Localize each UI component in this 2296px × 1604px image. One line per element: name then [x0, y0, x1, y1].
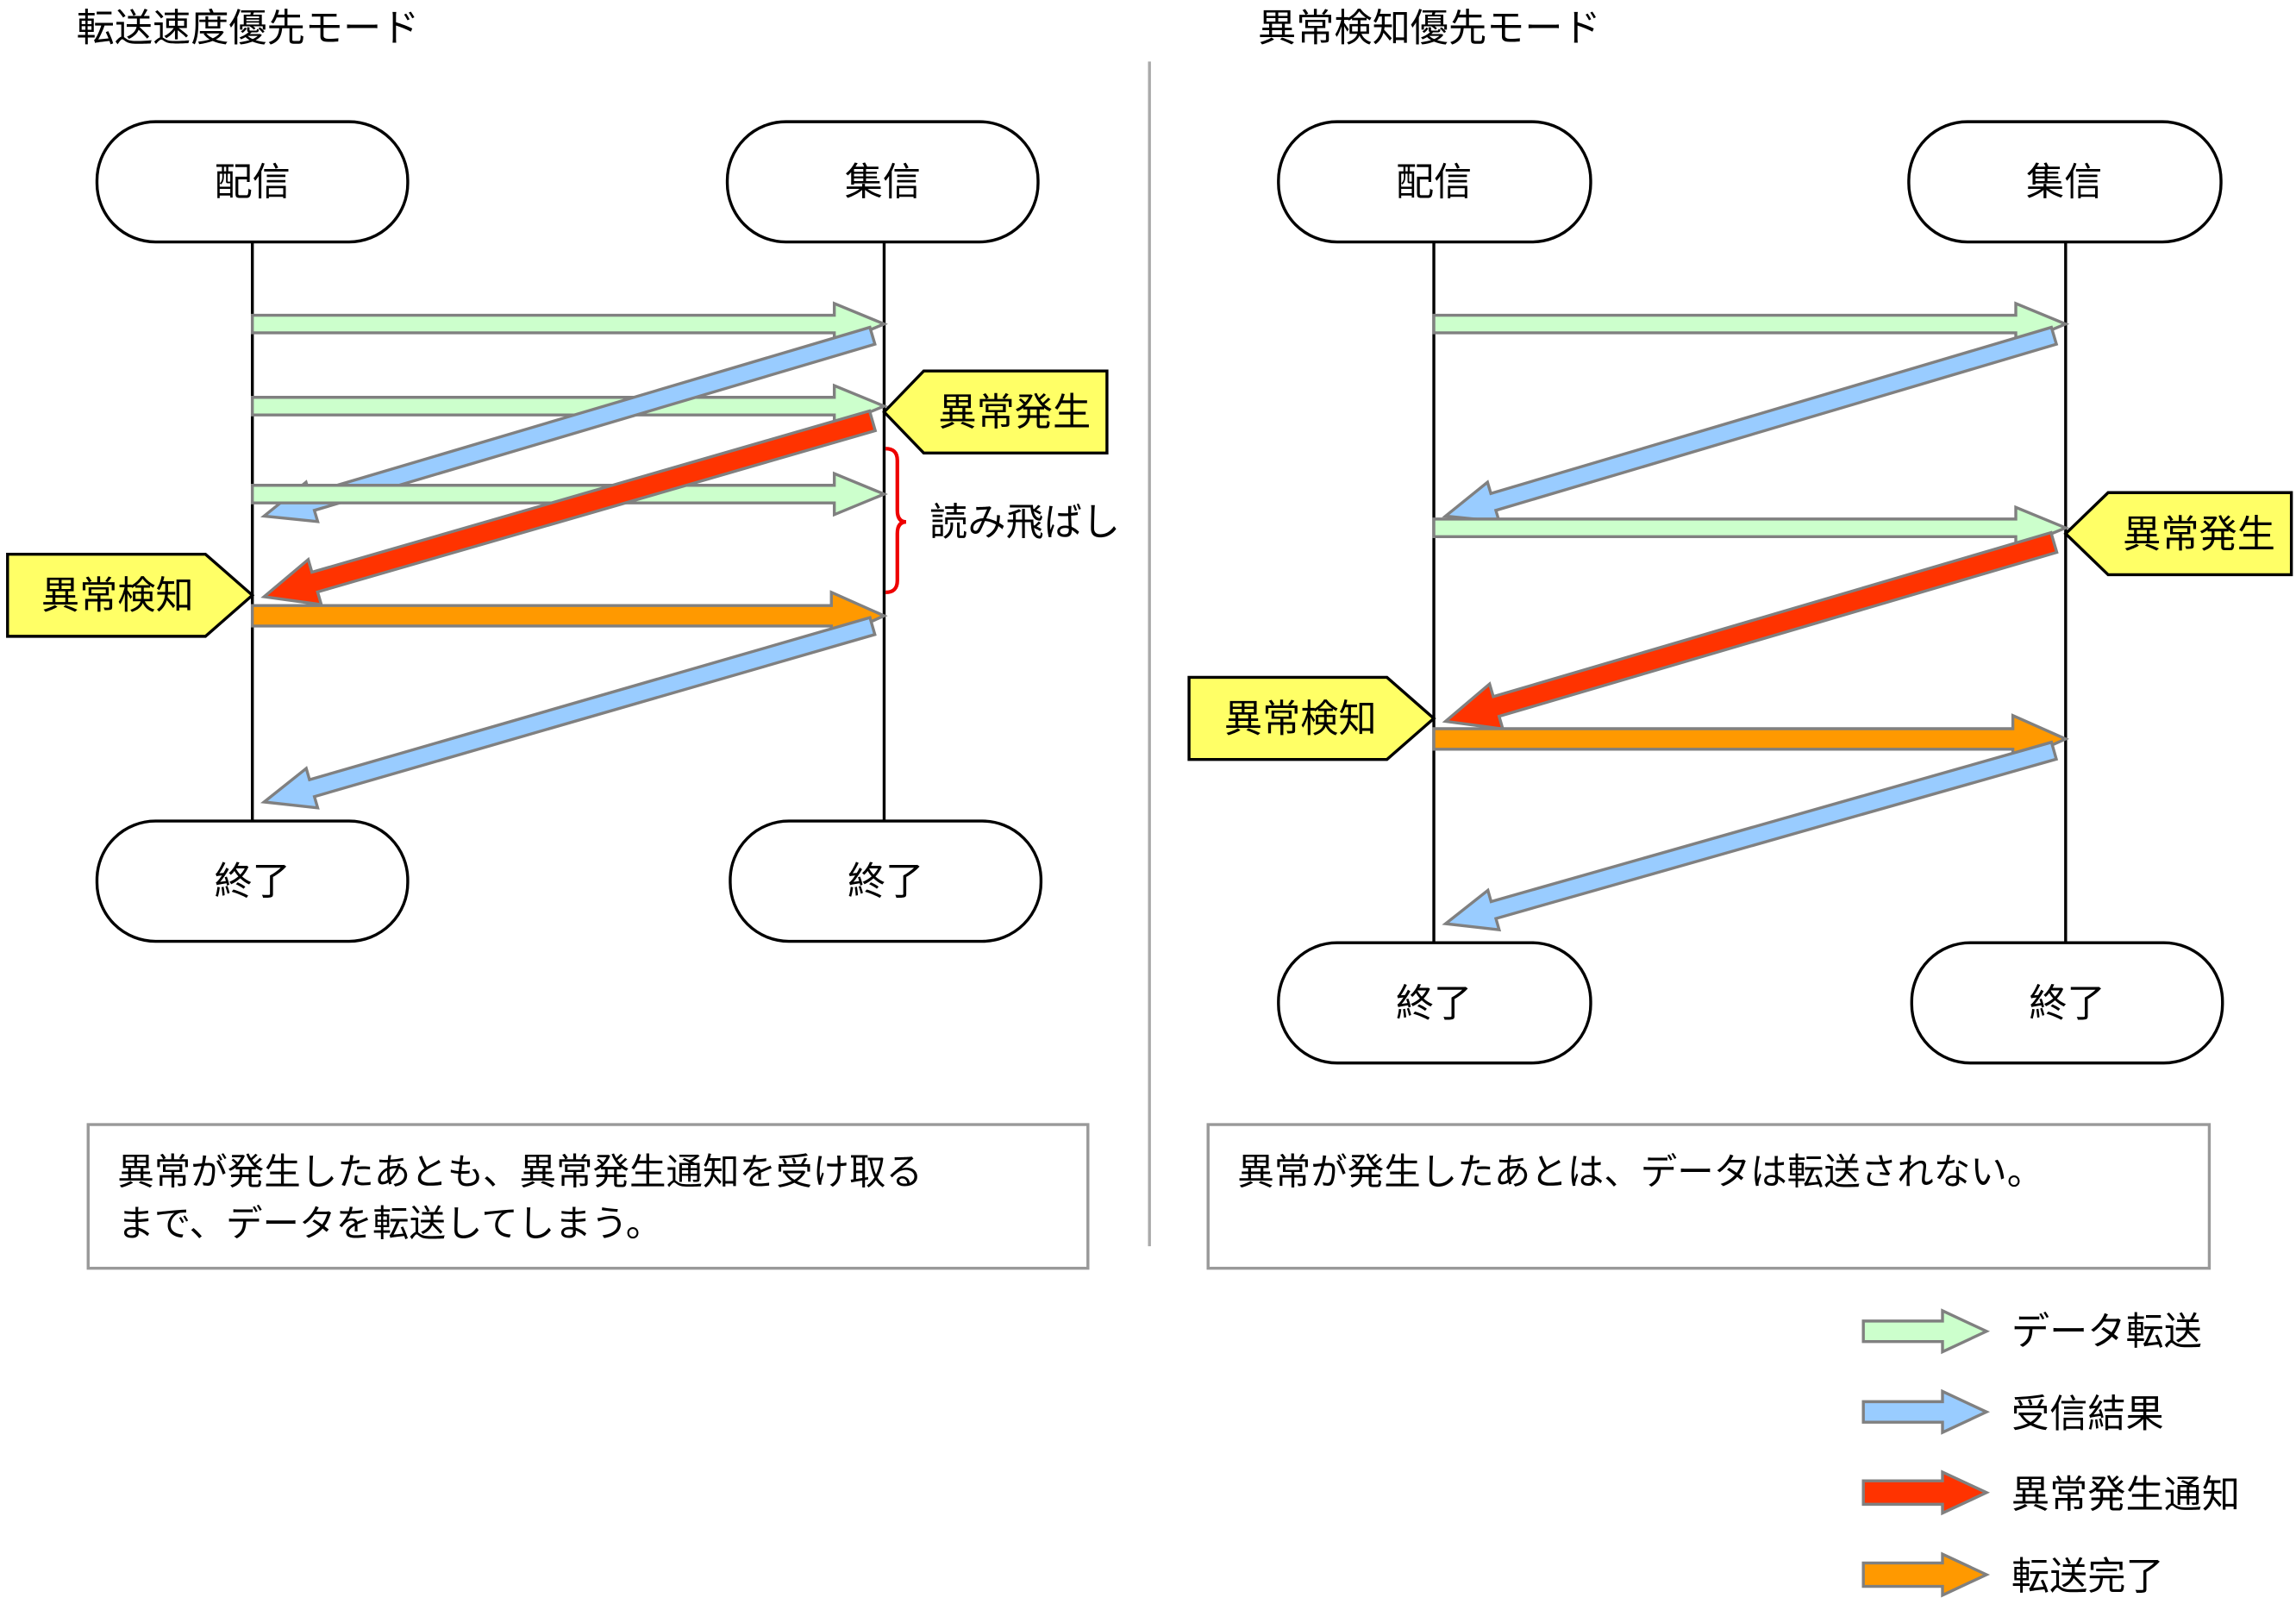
receive-result-arrow	[1442, 740, 2059, 932]
legend-arrow-swatch	[1861, 1551, 1991, 1598]
left-sender-node: 配信	[95, 120, 410, 244]
note-line: 異常が発生したあとも、異常発生通知を受け取る	[117, 1152, 923, 1194]
data-transfer-arrow	[250, 383, 888, 429]
right-sender-node: 配信	[1277, 120, 1592, 244]
right-anomaly-detect-flag: 異常検知	[1187, 675, 1436, 761]
receive-result-arrow	[1442, 325, 2059, 523]
right-receiver-node: 集信	[1907, 120, 2223, 244]
legend-arrow-swatch	[1861, 1388, 1991, 1435]
node-label: 配信	[214, 160, 290, 204]
legend-label: データ転送	[2011, 1310, 2202, 1354]
left-anomaly-detect-flag: 異常検知	[6, 552, 255, 638]
flag-label: 異常検知	[41, 574, 194, 618]
legend	[1861, 1308, 1991, 1598]
flag-label: 異常検知	[1224, 697, 1377, 741]
node-label: 終了	[214, 860, 290, 904]
legend-arrow-swatch	[1861, 1469, 1991, 1516]
node-label: 終了	[848, 860, 923, 904]
flag-label: 異常発生	[938, 391, 1091, 435]
data-transfer-arrow	[250, 301, 888, 348]
data-transfer-arrow	[1432, 504, 2070, 551]
left-receiver-end-node: 終了	[729, 819, 1043, 943]
left-title: 転送速度優先モード	[77, 7, 420, 51]
skip-brace	[885, 447, 907, 594]
node-label: 配信	[1396, 160, 1472, 204]
right-note: 異常が発生したあとは、データは転送されない。	[1206, 1123, 2212, 1270]
legend-arrow-swatch	[1861, 1308, 1991, 1355]
data-transfer-arrow	[250, 471, 888, 517]
left-receiver-node: 集信	[725, 120, 1040, 244]
left-sender-end-node: 終了	[95, 819, 410, 943]
transfer-complete-arrow	[250, 590, 888, 642]
left-anomaly-occur-flag: 異常発生	[882, 369, 1109, 455]
node-label: 集信	[2026, 160, 2102, 204]
node-label: 集信	[845, 160, 921, 204]
data-transfer-arrow	[1432, 301, 2070, 348]
node-label: 終了	[1396, 981, 1472, 1025]
note-line: 異常が発生したあとは、データは転送されない。	[1237, 1152, 2043, 1194]
flag-label: 異常発生	[2123, 512, 2275, 556]
legend-label: 異常発生通知	[2011, 1473, 2240, 1517]
right-receiver-end-node: 終了	[1910, 941, 2224, 1065]
skip-label: 読み飛ばし	[929, 501, 1120, 545]
transfer-complete-arrow	[1432, 713, 2070, 765]
receive-result-arrow	[260, 616, 877, 810]
left-note: 異常が発生したあとも、異常発生通知を受け取る まで、データを転送してしまう。	[86, 1123, 1090, 1270]
right-sender-end-node: 終了	[1277, 941, 1592, 1065]
anomaly-notice-arrow	[260, 409, 878, 607]
right-anomaly-occur-flag: 異常発生	[2063, 491, 2293, 577]
legend-label: 受信結果	[2011, 1392, 2164, 1436]
node-label: 終了	[2029, 981, 2105, 1025]
note-line: まで、データを転送してしまう。	[117, 1203, 662, 1245]
legend-label: 転送完了	[2011, 1555, 2164, 1599]
anomaly-notice-arrow	[1442, 530, 2059, 731]
right-title: 異常検知優先モード	[1258, 7, 1601, 51]
